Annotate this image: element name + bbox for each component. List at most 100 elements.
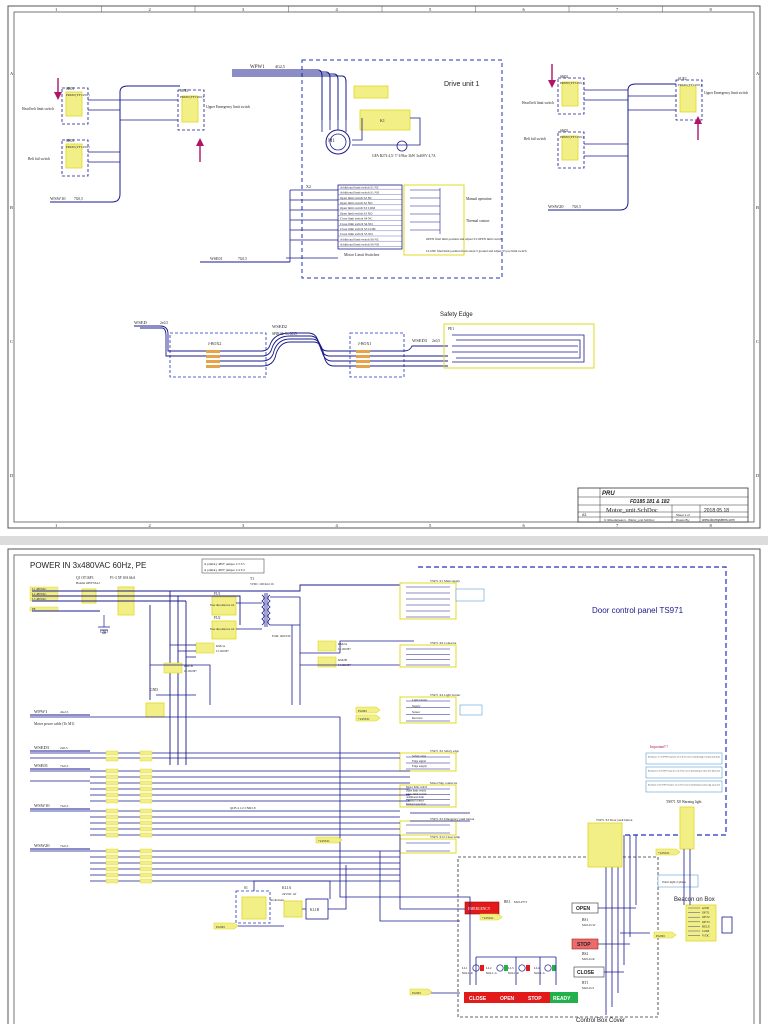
left-arrows (54, 78, 204, 162)
supply-tags: +24VDC PGND +24VDC (315, 706, 381, 844)
terminal-cell (139, 820, 153, 826)
sheet1-inner-frame (13, 11, 755, 523)
contactor-code: KM2A (338, 642, 348, 646)
grid-row-left: D (10, 473, 14, 478)
transformer-spec: 5VDC 100/2nd 16 (250, 582, 274, 586)
important-note-text: Resistance 2.7 to TS971 must be set to 8… (648, 756, 720, 759)
light-barrier-line: Receiver (412, 716, 423, 720)
brake-block (353, 85, 389, 99)
limit-switch-item: Open limit switch S2 NC (340, 196, 372, 200)
left-upper-part: PR630 (YF LE01) (180, 95, 204, 99)
terminal-cell (105, 756, 119, 762)
contactor-symbol (317, 656, 337, 668)
contactor-spec: LC1D18P7 (338, 648, 351, 651)
cable-name: WSW10 (34, 803, 50, 808)
panel-connector-label: TS971 X2 Safety edge (430, 749, 460, 753)
cable-wsw20-spec: 7G0,5 (572, 205, 581, 210)
primary-jumper-note (201, 558, 265, 574)
terminal-cell (105, 826, 119, 832)
left-bottom-name: Belt fail switch (28, 157, 50, 161)
limit-switch-item: Close limit switch S5 COM (340, 227, 376, 231)
open-lamp-label-box (496, 992, 524, 1003)
supply-24v-tag-b: +24VDC (358, 717, 370, 721)
grid-col-bottom: 2 (149, 523, 151, 528)
terminal-cell (139, 774, 153, 780)
right-upper-switch-box (675, 79, 703, 121)
grid-row-right: D (756, 473, 760, 478)
panel-connector-label: TS971 X12 Close lamp (430, 835, 460, 839)
beacon-title: Beacon on Box (674, 897, 715, 903)
title-client: PRU (602, 491, 615, 497)
important-notes: Resistance 2.7 to TS971 must be set to 8… (645, 752, 723, 793)
title-size: A3 (582, 513, 586, 517)
be1-spec: M22-PVT (514, 900, 527, 904)
note-thermal-contact: Thermal contact (466, 219, 489, 223)
lamp-color (552, 965, 556, 971)
fu2-spec: Fuse disconnector 2A (210, 628, 234, 631)
title-sheet: Sheet 1 of (676, 513, 690, 517)
limit-switch-caption: Motor Limit Switches (344, 252, 380, 257)
control-box-title: Control Box Cover (576, 1018, 625, 1024)
right-belt-switch-box (557, 131, 585, 169)
contactor-code: KM1A (216, 644, 226, 648)
limit-switch-item: Open limit switch S2 NO (340, 201, 373, 205)
terminal-cell (105, 854, 119, 860)
lamp-icon (518, 964, 526, 972)
motor-slip-line: Manual operation (406, 803, 426, 806)
gnd-label: GND (100, 630, 108, 634)
transformer-label: T1 (250, 577, 254, 581)
terminal-cell (105, 792, 119, 798)
left-upper-code: SUE1 (180, 89, 189, 93)
be1-code: BE1 (504, 900, 511, 904)
right-top-code: SH02 (560, 75, 568, 79)
cable-wse01-label: WSE01 (210, 256, 222, 261)
main-switch-note: Handle OHYS3AJ (76, 581, 101, 585)
beacon-line: OPT2 (702, 915, 710, 919)
motor-code: M1 (328, 139, 335, 144)
title-date: 2018.05.18 (704, 508, 729, 514)
title-company: www.doorsystems.com (702, 518, 735, 522)
contactor-spec: LC1D18P7 (216, 650, 229, 653)
terminal-cell (105, 814, 119, 820)
beacon-terminals (685, 904, 717, 942)
cable-wsed3-label: WSED3 (412, 338, 428, 343)
panel-connector (399, 784, 457, 808)
qcb-label: QCB 4 1/2 CNR3-8 (230, 806, 256, 810)
cable-spec: 7G0,5 (60, 804, 69, 809)
door-control-panel-border (418, 566, 727, 836)
terminal-cell (105, 878, 119, 884)
cable-wsed3-spec: 2x0,5 (432, 339, 440, 344)
door-push-button-label: TS971 X3 Door push button (596, 818, 633, 822)
left-belt-switch-box (61, 139, 89, 177)
warning-note: Warn light 2 phase (662, 880, 686, 884)
sheet1-outer-frame (7, 5, 761, 529)
lamp-spec: M22-L-G (486, 972, 497, 975)
terminal-cell (139, 826, 153, 832)
beacon-line: RELE (702, 924, 710, 928)
phase-label: PE (32, 607, 36, 611)
grid-col-bottom: 1 (55, 523, 57, 528)
terminal-cell (139, 798, 153, 804)
limit-switch-item: Additional limit switch S1 NC (340, 185, 379, 189)
grid-col-top: 8 (710, 7, 713, 12)
grid-col-top: 3 (242, 7, 245, 12)
cable-wsw10-spec: 7G0,5 (74, 197, 83, 202)
important-note-box (645, 766, 723, 779)
gnd-terminal-label: GND (150, 688, 158, 692)
power-bus-wiring (32, 584, 400, 765)
relay-spec: 24VDC ref (282, 892, 297, 896)
terminal-cell (139, 878, 153, 884)
terminal-cell (139, 848, 153, 854)
pgnd-tag-c: PGND (412, 991, 421, 995)
important-title: Important!!! (650, 745, 668, 749)
terminal-cell (105, 786, 119, 792)
panel-connector-label: TS971 X5 Emergency push button (430, 817, 475, 821)
terminal-cell (139, 866, 153, 872)
cable-spec: 2x0,5 (60, 746, 68, 751)
note-open-limit: OPEN final limit position and adjust S3 … (426, 237, 502, 241)
terminal-cell (139, 756, 153, 762)
brake-code: K1 (380, 118, 385, 123)
